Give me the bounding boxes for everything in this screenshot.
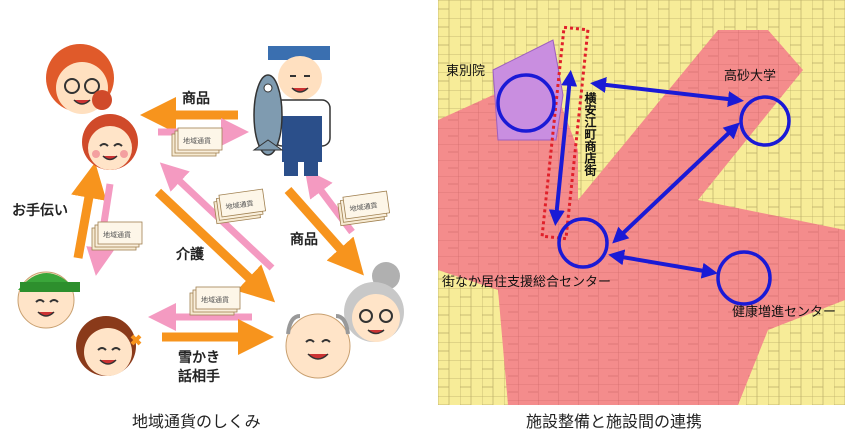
local-currency-diagram: 地域通貨 地域通貨 地域通貨 地域通貨 地域通貨 商品 お手伝い 介護 商品 雪… [0,0,425,405]
center-circle [557,217,609,269]
children-illustration [17,271,142,376]
label-snow-line2: 話相手 [178,368,220,385]
currency-ticket-left: 地域通貨 [91,221,143,251]
svg-text:地域通貨: 地域通貨 [349,200,378,213]
label-center: 街なか居住支援総合センター [442,275,611,290]
currency-ticket-center: 地域通貨 [212,188,267,225]
label-goods-top: 商品 [182,90,210,107]
label-goods-right: 商品 [290,231,318,248]
svg-text:地域通貨: 地域通貨 [225,198,254,211]
arrow-center-university [612,122,740,244]
family-illustration [46,44,138,170]
currency-ticket-right: 地域通貨 [336,190,391,227]
arrow-help [71,162,107,259]
fishmonger-illustration [252,46,331,176]
svg-text:地域通貨: 地域通貨 [103,230,131,239]
caption-right: 施設整備と施設間の連携 [526,412,703,431]
elderly-illustration [285,262,404,379]
health-circle [716,250,772,306]
label-university: 高砂大学 [724,68,776,84]
currency-ticket-top: 地域通貨 [171,127,223,157]
svg-text:地域通貨: 地域通貨 [201,295,229,304]
label-care: 介護 [175,246,205,263]
university-circle [739,95,791,147]
arrow-center-health [608,249,718,279]
label-street: 横安江町商店街 [583,91,597,177]
arrow-temple-center [548,70,578,226]
svg-text:地域通貨: 地域通貨 [183,136,211,145]
label-help: お手伝い [12,202,68,219]
facility-map: 東別院 高砂大学 横安江町商店街 街なか居住支援総合センター 健康増進センター [438,0,845,405]
arrow-goods-right [284,187,364,276]
arrow-care [154,188,276,303]
label-health: 健康増進センター [732,304,836,320]
currency-ticket-bottom: 地域通貨 [189,286,241,316]
label-snow-line1: 雪かき [178,349,220,366]
label-temple: 東別院 [446,63,485,79]
caption-left: 地域通貨のしくみ [132,412,261,431]
arrow-temple-university [590,76,744,108]
